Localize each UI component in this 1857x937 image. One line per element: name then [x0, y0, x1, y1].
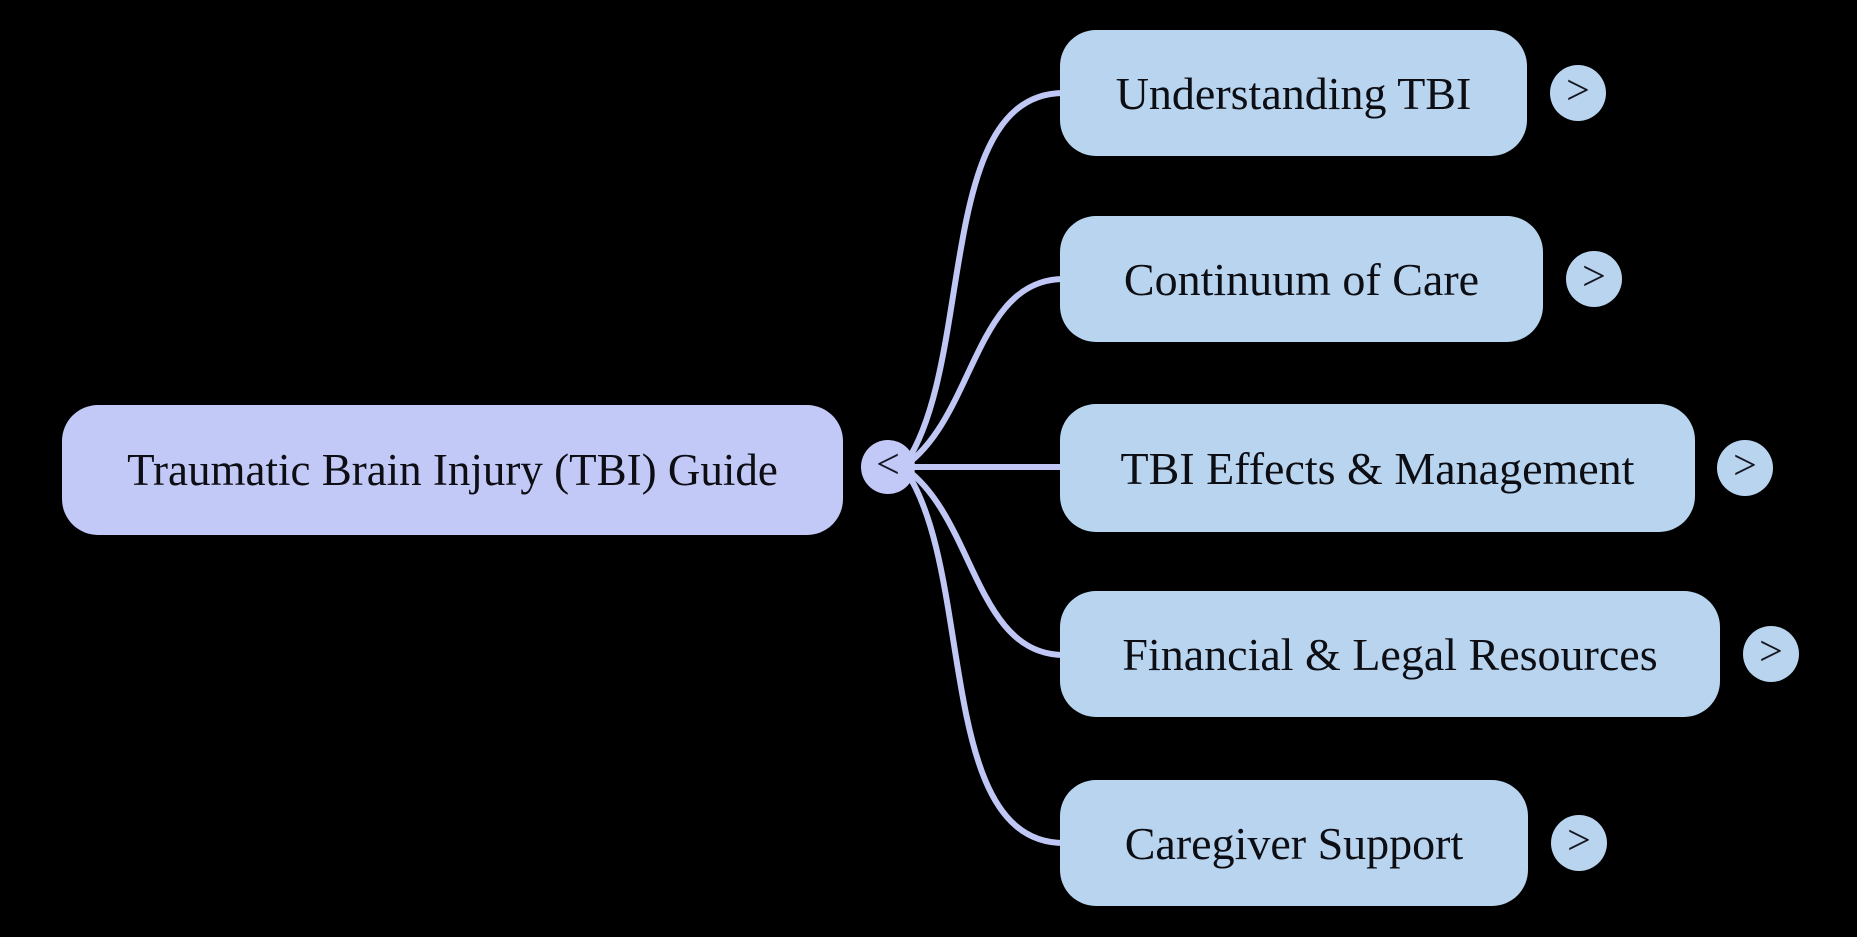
child-node-continuum-of-care[interactable]: Continuum of Care: [1060, 216, 1543, 342]
chevron-right-icon: >: [1759, 629, 1783, 675]
connector-path-continuum-of-care: [903, 276, 1067, 468]
chevron-right-icon: >: [1567, 818, 1591, 864]
child-node-understanding-tbi[interactable]: Understanding TBI: [1060, 30, 1527, 156]
connector-path-financial-legal: [903, 466, 1067, 658]
root-node[interactable]: Traumatic Brain Injury (TBI) Guide: [62, 405, 843, 535]
child-node-label: Financial & Legal Resources: [1122, 628, 1658, 680]
expand-button-continuum-of-care[interactable]: >: [1566, 251, 1622, 307]
expand-button-tbi-effects[interactable]: >: [1717, 440, 1773, 496]
expand-button-understanding-tbi[interactable]: >: [1550, 65, 1606, 121]
connector-path-caregiver-support: [903, 468, 1067, 846]
child-node-tbi-effects[interactable]: TBI Effects & Management: [1060, 404, 1695, 532]
child-node-label: Continuum of Care: [1123, 253, 1480, 305]
chevron-left-icon: <: [876, 442, 900, 488]
child-node-caregiver-support[interactable]: Caregiver Support: [1060, 780, 1528, 906]
child-node-label: Understanding TBI: [1115, 67, 1472, 119]
child-node-label: Caregiver Support: [1124, 817, 1464, 869]
expand-button-caregiver-support[interactable]: >: [1551, 815, 1607, 871]
child-node-label: TBI Effects & Management: [1120, 442, 1635, 494]
root-node-label: Traumatic Brain Injury (TBI) Guide: [127, 445, 778, 495]
connector-path-understanding-tbi: [903, 90, 1067, 466]
child-node-financial-legal[interactable]: Financial & Legal Resources: [1060, 591, 1720, 717]
collapse-button[interactable]: <: [861, 440, 915, 494]
chevron-right-icon: >: [1566, 68, 1590, 114]
expand-button-financial-legal[interactable]: >: [1743, 626, 1799, 682]
chevron-right-icon: >: [1582, 254, 1606, 300]
chevron-right-icon: >: [1733, 443, 1757, 489]
